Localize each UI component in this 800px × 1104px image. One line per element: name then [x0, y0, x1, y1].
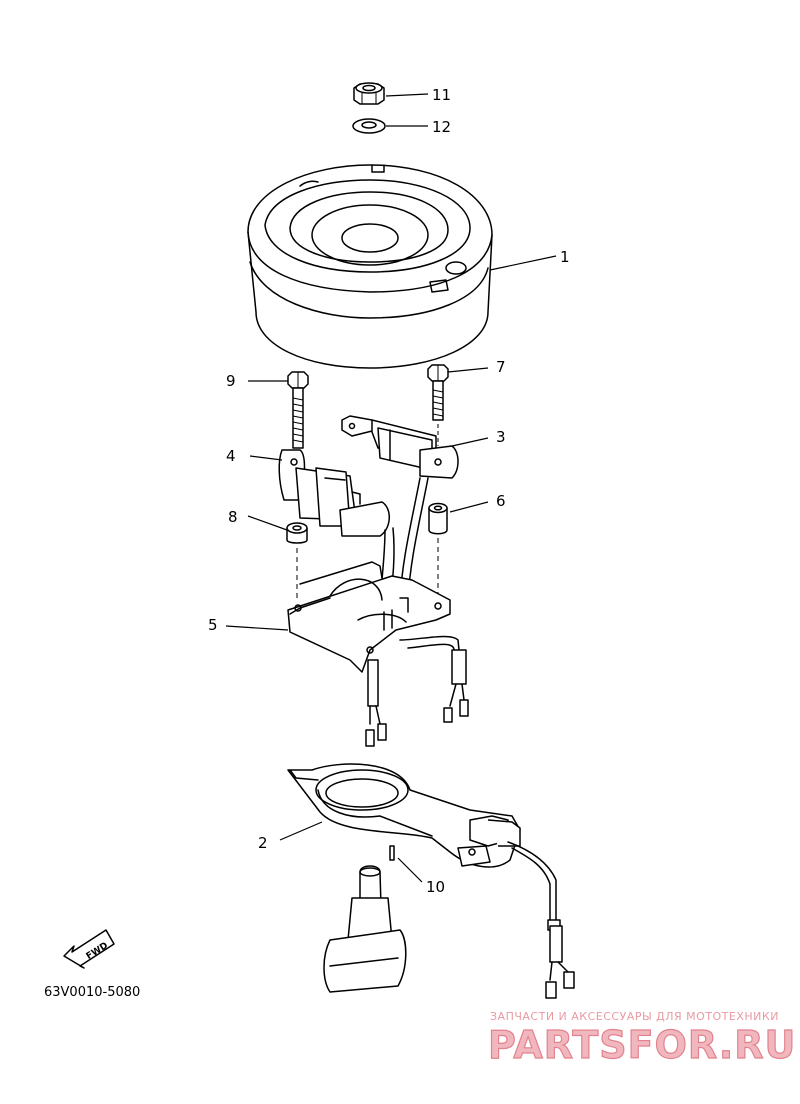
diagram-code: 63V0010-5080 [44, 985, 140, 1000]
callout-3: 3 [496, 428, 506, 446]
charge-coil-part [341, 415, 459, 479]
washer-part [352, 118, 386, 134]
flywheel-part [247, 164, 493, 369]
pulser-coil-part [278, 449, 390, 537]
bolt-left-part [287, 371, 309, 449]
collar-right-part [428, 502, 448, 535]
pin-part [389, 845, 395, 861]
collar-left-part [286, 522, 308, 544]
bolt-right-part [427, 364, 449, 421]
callout-10: 10 [426, 878, 445, 896]
callout-5: 5 [208, 616, 218, 634]
watermark-brand: PARTSFOR.RU [488, 1023, 796, 1067]
callout-1: 1 [560, 248, 570, 266]
base-bracket-part [287, 763, 575, 999]
forward-arrow-icon: FWD [63, 929, 115, 969]
callout-12: 12 [432, 118, 451, 136]
watermark-tagline: ЗАПЧАСТИ И АКСЕССУАРЫ ДЛЯ МОТОТЕХНИКИ [490, 1010, 779, 1023]
callout-8: 8 [228, 508, 238, 526]
crankshaft-part [323, 865, 407, 993]
callout-9: 9 [226, 372, 236, 390]
callout-7: 7 [496, 358, 506, 376]
callout-4: 4 [226, 447, 236, 465]
callout-6: 6 [496, 492, 506, 510]
nut-part [353, 82, 385, 105]
callout-2: 2 [258, 834, 268, 852]
stator-base-part [287, 561, 469, 747]
callout-11: 11 [432, 86, 451, 104]
